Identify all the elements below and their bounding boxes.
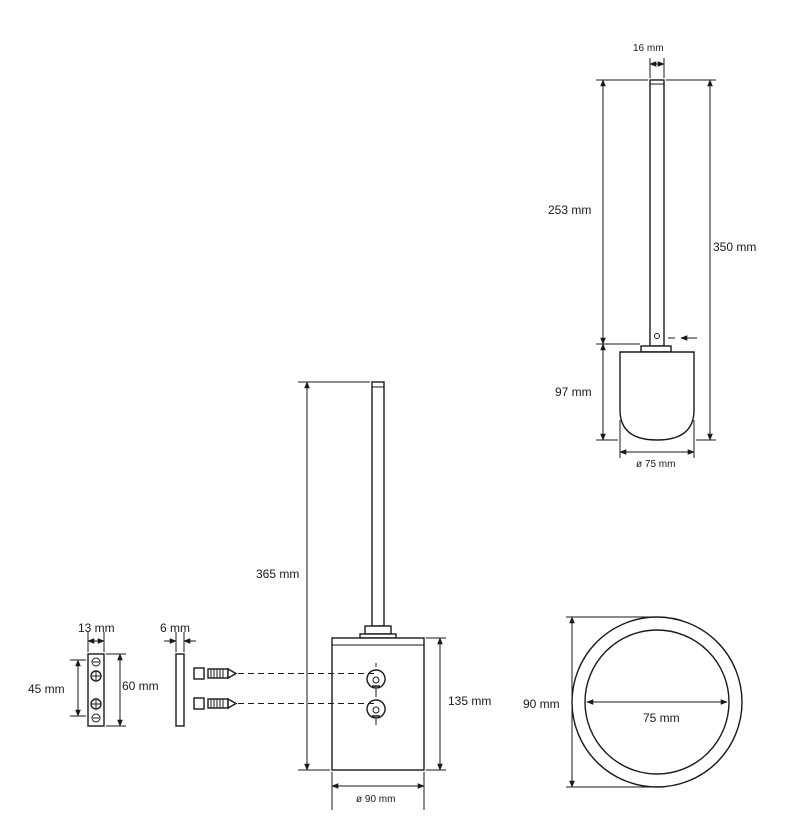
keyhole-icon [366,663,386,694]
brush-head [619,335,697,441]
dim-head-diameter: ø 75 mm [636,459,675,470]
screw-icon [91,657,101,667]
dim-total-length: 350 mm [713,240,756,254]
brush-handle [649,79,665,347]
wall-bracket-view: 13 mm 45 mm 60 mm 6 mm [28,621,376,727]
dim-head-length: 97 mm [555,385,592,399]
dim-shaft-length: 253 mm [548,203,591,217]
dim-holder-height: 135 mm [448,694,491,708]
mounting-plate [175,653,185,727]
screw-icon [90,670,102,682]
dim-plate-thickness: 6 mm [160,621,190,635]
dim-holder-diameter: ø 90 mm [356,794,395,805]
inner-rim [584,629,730,775]
screw-icon [90,698,102,710]
dowel-screw-icon [193,667,238,680]
brush-view: 16 mm 253 mm 97 mm 350 mm [548,43,756,470]
screw-icon [91,713,101,723]
dim-bracket-height: 60 mm [122,679,159,693]
holder-body [331,637,425,771]
dim-outer-diameter: 90 mm [523,697,560,711]
holder-top-view: 90 mm 75 mm [523,616,743,788]
dim-total-height: 365 mm [256,567,299,581]
bracket-plate [87,653,105,727]
dim-handle-width: 16 mm [633,43,664,54]
holder-front-view: 365 mm 135 mm ø 90 mm [256,381,491,810]
dim-bracket-thickness: 13 mm [78,621,115,635]
dowel-screw-icon [193,697,238,710]
dim-inner-diameter: 75 mm [643,711,680,725]
dim-screw-spacing: 45 mm [28,682,65,696]
